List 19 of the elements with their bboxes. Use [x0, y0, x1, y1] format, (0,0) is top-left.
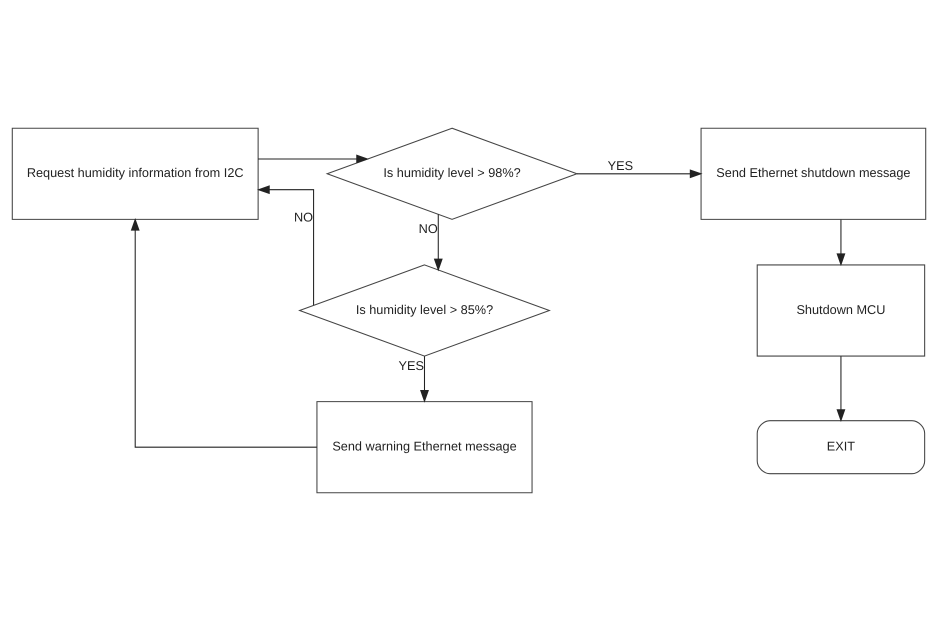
node-diamond: Is humidity level > 85%? — [298, 264, 551, 356]
node-box: Send Ethernet shutdown message — [700, 127, 926, 220]
arrow — [258, 154, 369, 163]
arrow — [434, 214, 443, 271]
arrow — [130, 217, 317, 448]
node-box: Send warning Ethernet message — [316, 400, 533, 493]
node-box: Shutdown MCU — [756, 264, 926, 356]
arrow — [836, 356, 846, 422]
edge-label: NO — [418, 220, 438, 236]
node-diamond: Is humidity level > 98%? — [326, 127, 578, 220]
edge-label: YES — [398, 357, 424, 372]
arrow — [420, 356, 429, 402]
arrow — [836, 219, 846, 266]
edge-label: YES — [608, 158, 634, 173]
edge-label: NO — [294, 209, 314, 224]
arrow — [257, 184, 314, 305]
arrow — [576, 168, 703, 178]
node-box: Request humidity information from I2C — [12, 127, 259, 220]
node-box: EXIT — [756, 420, 926, 474]
